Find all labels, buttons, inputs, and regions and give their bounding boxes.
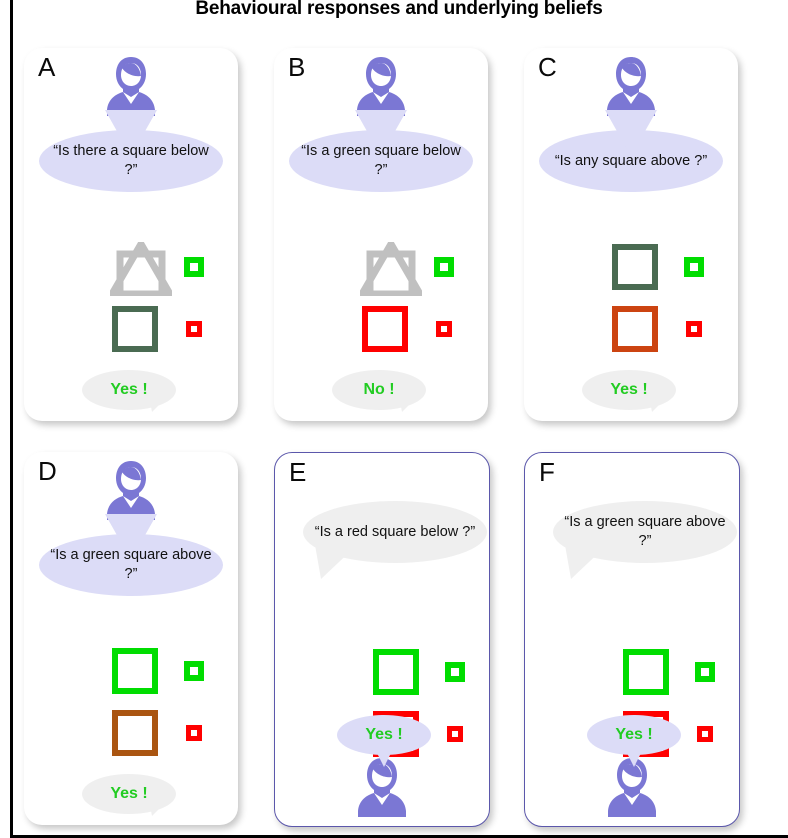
answer-text: Yes !	[365, 725, 403, 743]
figure-title: Behavioural responses and underlying bel…	[195, 0, 603, 19]
answer-text: Yes !	[110, 380, 148, 398]
indicator-bottom-square	[447, 726, 463, 742]
indicator-bottom-square	[436, 321, 452, 337]
question-bubble-tail	[315, 545, 357, 579]
panel-letter-b: B	[288, 52, 306, 82]
panel-letter-e: E	[289, 457, 307, 487]
question-bubble: “Is a green square below ?”	[289, 130, 473, 192]
stimulus-top-square	[373, 649, 419, 695]
question-bubble-tail	[105, 110, 157, 156]
indicator-bottom-square	[697, 726, 713, 742]
panel-a: A “Is there a square below ?” Yes !	[24, 48, 238, 421]
question-bubble-tail	[355, 110, 407, 156]
answer-bubble-tail	[148, 794, 174, 816]
indicator-bottom-square	[186, 321, 202, 337]
frame-bottom-border	[10, 835, 788, 838]
answer-text: Yes !	[610, 380, 648, 398]
question-text: “Is a green square above ?”	[564, 514, 726, 549]
panel-f: F “Is a green square above ?” Yes !	[524, 452, 740, 827]
stimulus-top-triangle-square	[105, 237, 177, 298]
panel-e: E “Is a red square below ?” Yes !	[274, 452, 490, 827]
stimulus-bottom-square	[112, 306, 158, 352]
stimulus-bottom-square	[612, 306, 658, 352]
question-text: “Is any square above ?”	[554, 152, 708, 169]
panel-letter-a: A	[38, 52, 56, 82]
question-bubble-tail	[605, 110, 657, 156]
panel-b: B “Is a green square below ?” No !	[274, 48, 488, 421]
answer-bubble-tail	[648, 390, 674, 412]
stimulus-top-square	[112, 648, 158, 694]
frame-left-border	[10, 0, 13, 838]
person-avatar-icon	[602, 54, 660, 116]
indicator-bottom-square	[186, 725, 202, 741]
indicator-bottom-square	[686, 321, 702, 337]
panel-c: C “Is any square above ?” Yes !	[524, 48, 738, 421]
answer-bubble-tail	[398, 390, 424, 412]
stimulus-bottom-square	[362, 306, 408, 352]
panel-d: D “Is a green square above ?” Yes !	[24, 452, 238, 825]
indicator-top-square	[684, 257, 704, 277]
person-avatar-icon	[353, 755, 411, 817]
person-avatar-icon	[102, 54, 160, 116]
question-text: “Is a green square above ?”	[50, 547, 212, 582]
answer-bubble-tail	[621, 741, 647, 767]
stimulus-top-square	[623, 649, 669, 695]
stimulus-bottom-square	[112, 710, 158, 756]
indicator-top-square	[184, 661, 204, 681]
indicator-top-square	[695, 662, 715, 682]
panel-letter-f: F	[539, 457, 555, 487]
question-text: “Is a red square below ?”	[314, 523, 476, 540]
answer-text: Yes !	[110, 784, 148, 802]
question-bubble-tail	[565, 545, 607, 579]
indicator-top-square	[184, 257, 204, 277]
person-avatar-icon	[603, 755, 661, 817]
indicator-top-square	[434, 257, 454, 277]
panel-letter-c: C	[538, 52, 557, 82]
answer-text: No !	[363, 380, 395, 398]
person-avatar-icon	[352, 54, 410, 116]
stimulus-top-triangle-square	[355, 237, 427, 298]
person-avatar-icon	[102, 458, 160, 520]
panel-letter-d: D	[38, 456, 57, 486]
stimulus-top-square	[612, 244, 658, 290]
answer-bubble-tail	[371, 741, 397, 767]
question-text: “Is there a square below ?”	[53, 143, 209, 178]
answer-bubble-tail	[148, 390, 174, 412]
indicator-top-square	[445, 662, 465, 682]
question-text: “Is a green square below ?”	[301, 143, 461, 178]
question-bubble-tail	[105, 514, 157, 560]
answer-text: Yes !	[615, 725, 653, 743]
